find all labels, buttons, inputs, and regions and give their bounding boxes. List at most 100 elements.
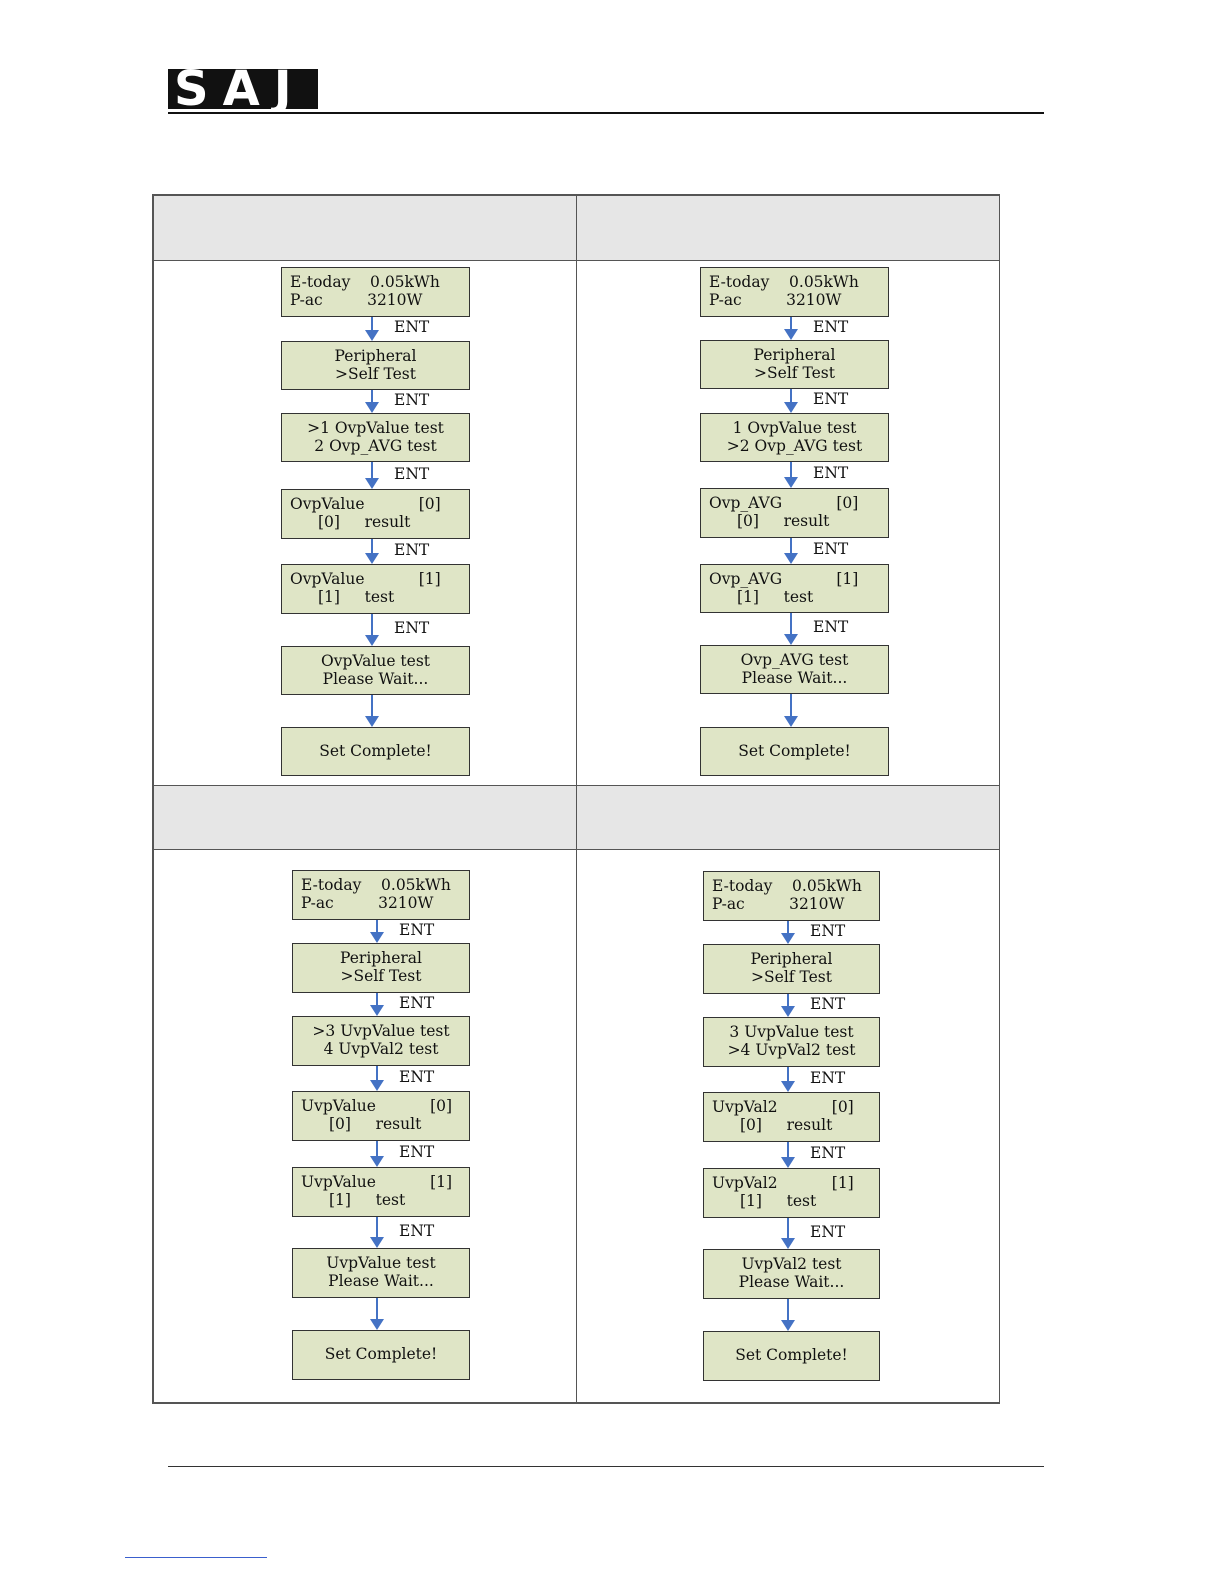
screen-line: >Self Test <box>751 968 832 986</box>
header-cell-bottom-left <box>153 785 577 850</box>
screen-line: >4 UvpVal2 test <box>727 1041 856 1059</box>
down-arrow-icon <box>780 1142 796 1168</box>
screen-line: Please Wait... <box>322 670 429 688</box>
ent-key-label: ENT <box>810 1223 846 1241</box>
down-arrow-icon <box>780 1067 796 1092</box>
ent-key-label: ENT <box>810 995 846 1013</box>
uvp-val2-flow-screen-2: Peripheral>Self Test <box>703 944 880 994</box>
ent-key-label: ENT <box>399 994 435 1012</box>
screen-line: Set Complete! <box>735 1346 848 1364</box>
ent-key-label: ENT <box>810 1144 846 1162</box>
screen-line: P-ac 3210W <box>301 894 434 912</box>
screen-line: [1] test <box>329 1191 406 1209</box>
down-arrow-icon <box>369 993 385 1016</box>
down-arrow-icon <box>780 921 796 944</box>
screen-line: UvpValue test <box>326 1254 436 1272</box>
down-arrow-icon <box>783 613 799 645</box>
down-arrow-icon <box>364 390 380 413</box>
down-arrow-icon <box>780 1218 796 1249</box>
screen-line: E-today 0.05kWh <box>709 273 859 291</box>
screen-line: 4 UvpVal2 test <box>323 1040 439 1058</box>
screen-line: UvpValue [0] <box>301 1097 453 1115</box>
ent-key-label: ENT <box>810 1069 846 1087</box>
down-arrow-icon <box>369 1298 385 1330</box>
down-arrow-icon <box>364 317 380 341</box>
down-arrow-icon <box>369 1217 385 1248</box>
down-arrow-icon <box>783 462 799 488</box>
ent-key-label: ENT <box>394 318 430 336</box>
screen-line: 2 Ovp_AVG test <box>314 437 437 455</box>
screen-line: Peripheral <box>753 346 836 364</box>
screen-line: Please Wait... <box>738 1273 845 1291</box>
ent-key-label: ENT <box>399 1068 435 1086</box>
uvp-val2-flow-screen-5: UvpVal2 [1][1] test <box>703 1168 880 1218</box>
screen-line: Peripheral <box>340 949 422 967</box>
uvp-val2-flow-screen-3: 3 UvpValue test>4 UvpVal2 test <box>703 1017 880 1067</box>
screen-line: Set Complete! <box>738 742 851 760</box>
ovp-avg-flow-screen-7: Set Complete! <box>700 727 889 776</box>
ent-key-label: ENT <box>810 922 846 940</box>
screen-line: Set Complete! <box>319 742 432 760</box>
ent-key-label: ENT <box>813 390 849 408</box>
down-arrow-icon <box>364 695 380 727</box>
screen-line: Please Wait... <box>328 1272 434 1290</box>
uvp-val2-flow-screen-4: UvpVal2 [0][0] result <box>703 1092 880 1142</box>
ent-key-label: ENT <box>394 619 430 637</box>
ovp-value-flow-screen-2: Peripheral>Self Test <box>281 341 470 390</box>
screen-line: >Self Test <box>335 365 416 383</box>
down-arrow-icon <box>780 994 796 1017</box>
header-cell-top-right <box>576 195 1000 261</box>
ent-key-label: ENT <box>394 465 430 483</box>
down-arrow-icon <box>364 539 380 564</box>
ent-key-label: ENT <box>399 1143 435 1161</box>
ent-key-label: ENT <box>399 921 435 939</box>
header-cell-top-left <box>153 195 577 261</box>
screen-line: P-ac 3210W <box>709 291 842 309</box>
ovp-avg-flow-screen-5: Ovp_AVG [1][1] test <box>700 564 889 613</box>
ovp-value-flow-screen-7: Set Complete! <box>281 727 470 776</box>
ent-key-label: ENT <box>394 391 430 409</box>
screen-line: Peripheral <box>334 347 417 365</box>
screen-line: OvpValue test <box>320 652 431 670</box>
screen-line: 1 OvpValue test <box>732 419 857 437</box>
ovp-avg-flow-screen-3: 1 OvpValue test>2 Ovp_AVG test <box>700 413 889 462</box>
ovp-avg-flow-screen-4: Ovp_AVG [0][0] result <box>700 488 889 538</box>
screen-line: >1 OvpValue test <box>307 419 444 437</box>
down-arrow-icon <box>783 317 799 340</box>
down-arrow-icon <box>783 694 799 727</box>
screen-line: [0] result <box>737 512 830 530</box>
ovp-value-flow-screen-5: OvpValue [1][1] test <box>281 564 470 614</box>
screen-line: Ovp_AVG [0] <box>709 494 859 512</box>
screen-line: [0] result <box>318 513 411 531</box>
uvp-value-flow-screen-7: Set Complete! <box>292 1330 470 1380</box>
uvp-val2-flow-screen-7: Set Complete! <box>703 1331 880 1381</box>
screen-line: Ovp_AVG [1] <box>709 570 859 588</box>
footer-link-underline <box>125 1557 267 1558</box>
screen-line: UvpVal2 [0] <box>712 1098 854 1116</box>
screen-line: Peripheral <box>750 950 833 968</box>
ovp-avg-flow-screen-2: Peripheral>Self Test <box>700 340 889 389</box>
uvp-value-flow-screen-2: Peripheral>Self Test <box>292 943 470 993</box>
down-arrow-icon <box>369 1141 385 1167</box>
ovp-value-flow-screen-4: OvpValue [0][0] result <box>281 489 470 539</box>
screen-line: Set Complete! <box>324 1345 438 1363</box>
screen-line: >Self Test <box>340 967 422 985</box>
ent-key-label: ENT <box>399 1222 435 1240</box>
ent-key-label: ENT <box>394 541 430 559</box>
saj-logo: SAJ <box>168 69 318 109</box>
screen-line: UvpValue [1] <box>301 1173 453 1191</box>
screen-line: 3 UvpValue test <box>729 1023 854 1041</box>
down-arrow-icon <box>364 462 380 489</box>
header-cell-bottom-right <box>576 785 1000 850</box>
screen-line: OvpValue [0] <box>290 495 441 513</box>
screen-line: E-today 0.05kWh <box>301 876 451 894</box>
